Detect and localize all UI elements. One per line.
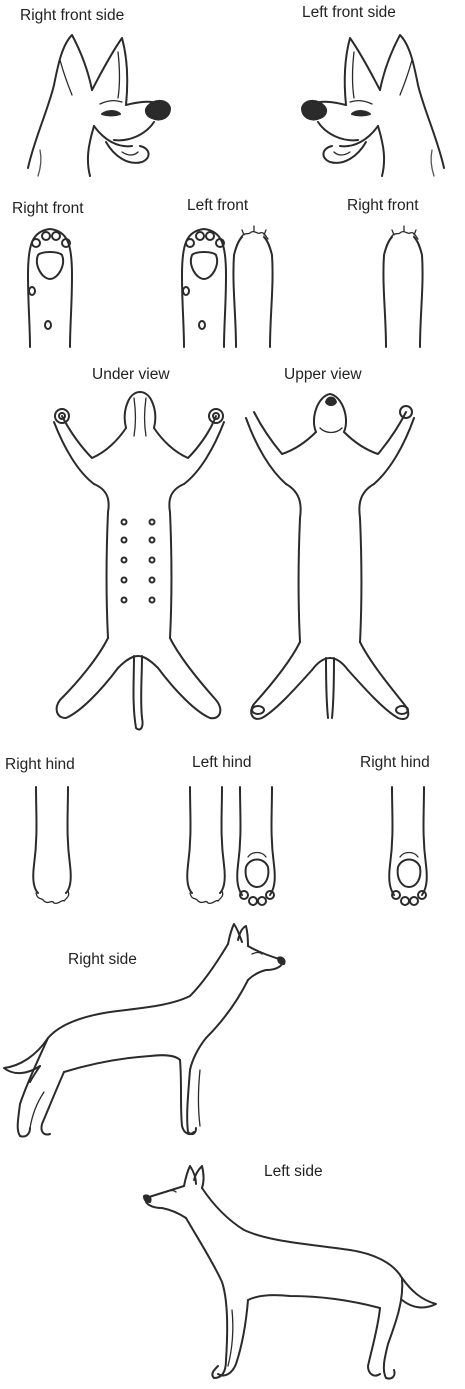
label-upper-view: Upper view	[284, 366, 362, 384]
front-leg-paw-pads-right	[22, 225, 78, 350]
hind-leg-paw-pads-left	[232, 785, 282, 910]
front-leg-paw-pads-left	[176, 225, 232, 350]
label-left-front-side: Left front side	[302, 4, 396, 22]
label-right-hind-a: Right hind	[5, 756, 75, 774]
dog-full-left-side	[140, 1160, 440, 1388]
dog-full-right-side	[0, 920, 290, 1145]
label-left-front: Left front	[187, 197, 248, 215]
dog-head-left-front-side	[282, 30, 462, 180]
dog-head-right-front-side	[10, 30, 190, 180]
label-right-front-b: Right front	[347, 197, 419, 215]
hind-leg-top-right-a	[28, 785, 78, 910]
hind-leg-top-left	[182, 785, 232, 910]
front-leg-top-right	[378, 225, 428, 350]
label-right-front-a: Right front	[12, 200, 84, 218]
label-right-hind-b: Right hind	[360, 754, 430, 772]
dog-body-upper-view	[240, 388, 420, 733]
hind-leg-paw-pads-right	[384, 785, 434, 910]
label-under-view: Under view	[92, 366, 170, 384]
dog-body-under-view	[48, 388, 228, 733]
label-right-front-side: Right front side	[20, 7, 124, 25]
label-left-hind: Left hind	[192, 754, 251, 772]
front-leg-top-left	[228, 225, 278, 350]
